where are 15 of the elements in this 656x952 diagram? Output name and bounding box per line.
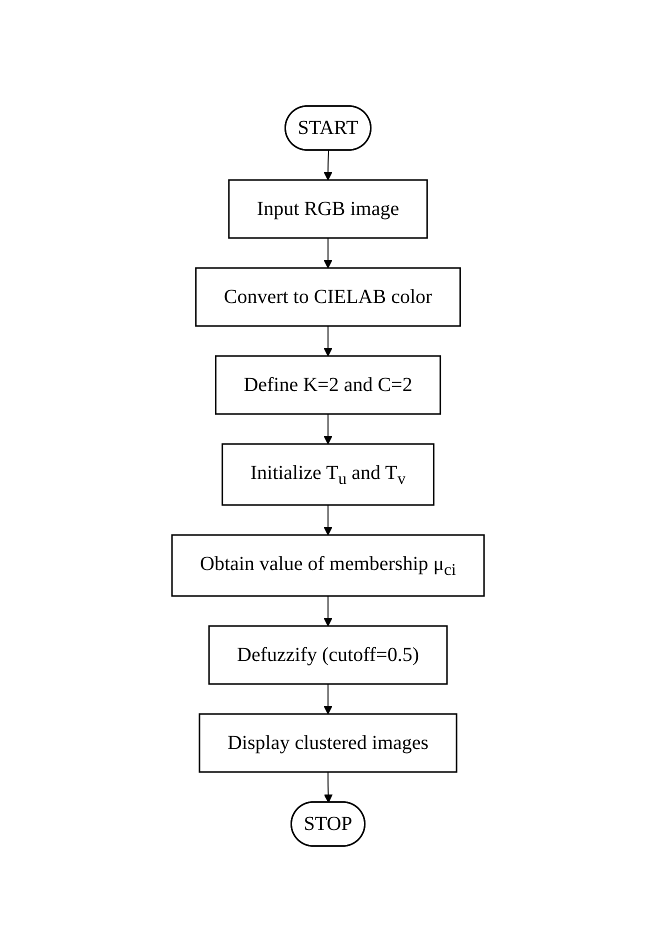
arrow: [324, 326, 332, 356]
arrow: [324, 238, 332, 268]
arrow: [324, 414, 332, 444]
node-box: Define K=2 and C=2: [214, 355, 442, 415]
arrow: [324, 504, 332, 536]
node-box: Convert to CIELAB color: [195, 267, 461, 327]
node-box: Defuzzify (cutoff=0.5): [208, 625, 448, 685]
arrow: [324, 684, 332, 714]
node-box: Input RGB image: [228, 179, 428, 239]
arrow: [324, 150, 332, 180]
node-box: Display clustered images: [198, 713, 458, 773]
node-box: Initialize T$_{u}$ and T$_{v}$: [222, 443, 434, 506]
node-box: Obtain value of membership μ$_{ci}$: [171, 534, 485, 597]
arrow: [324, 772, 333, 803]
arrow: [324, 596, 332, 626]
